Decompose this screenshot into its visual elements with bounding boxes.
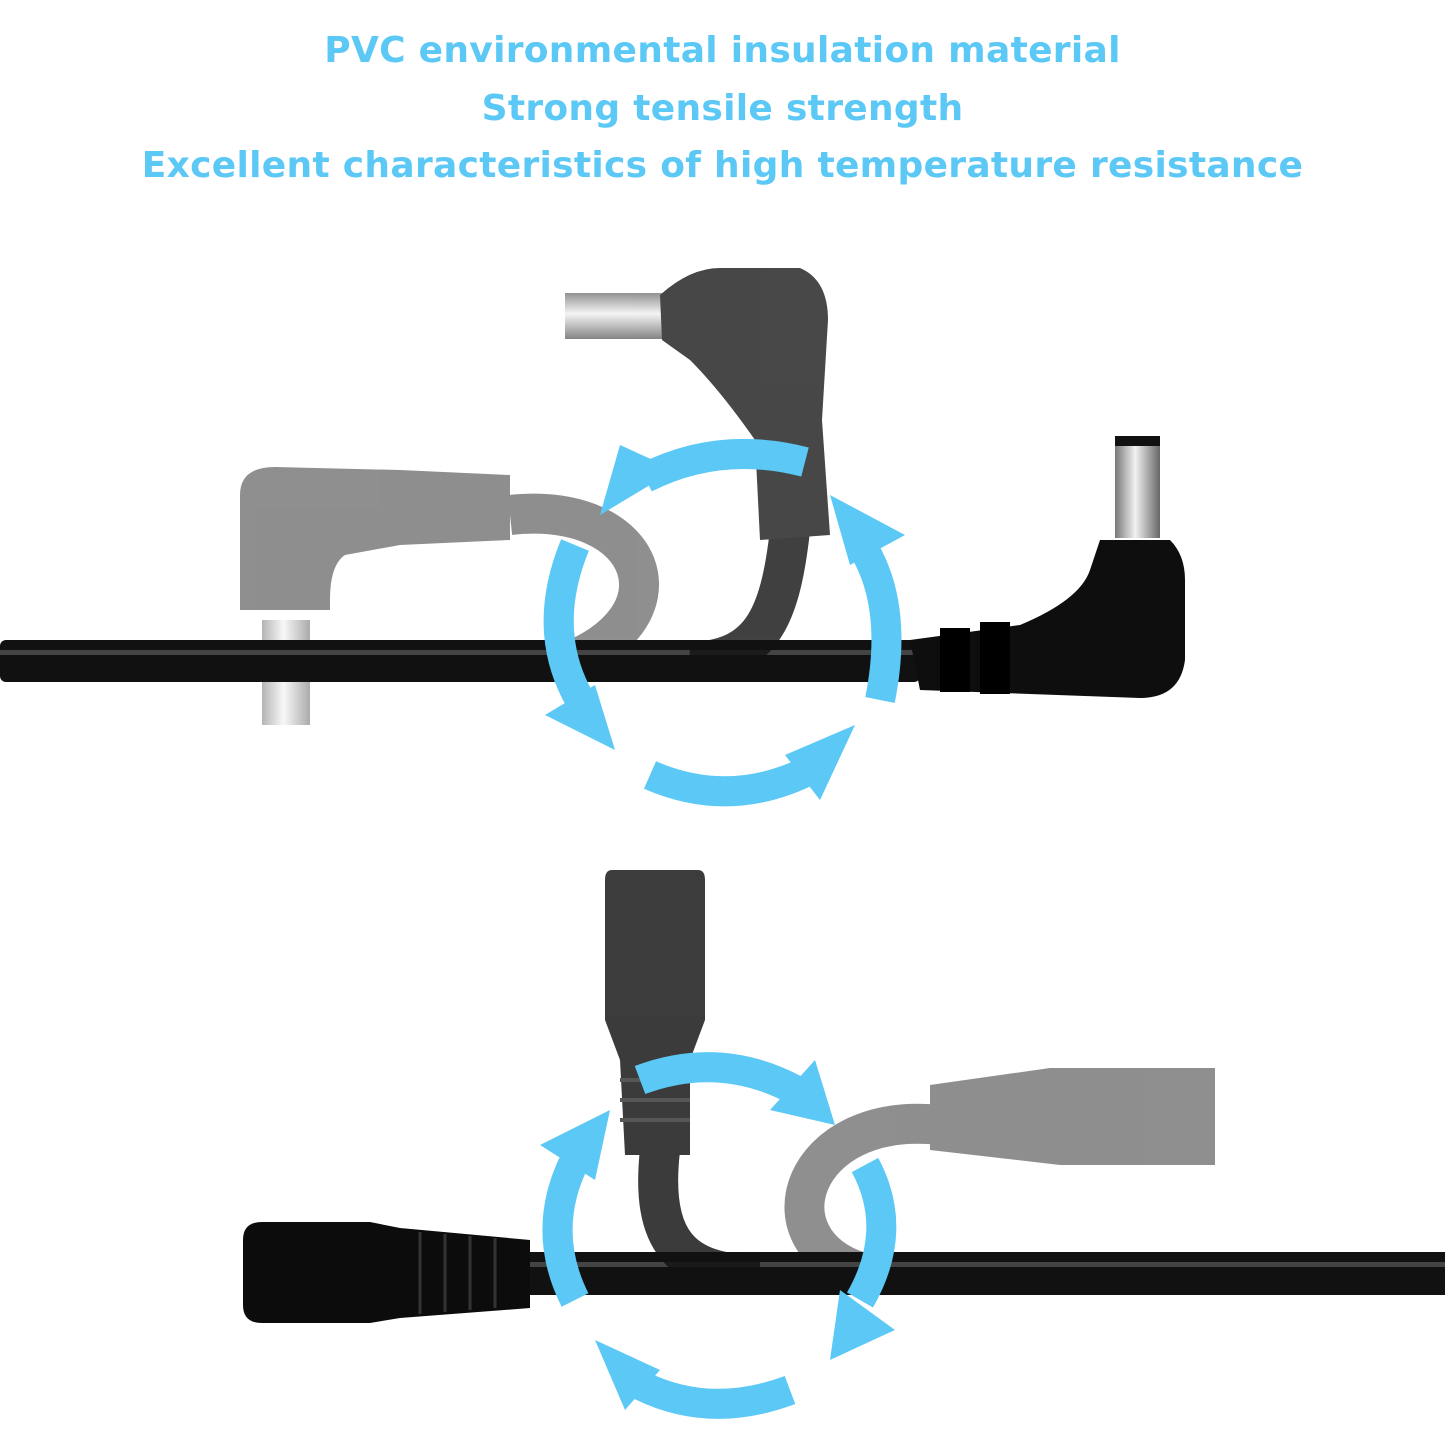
arrowheads-bottom [540,1060,895,1410]
rotation-arrows-bottom [542,1052,897,1419]
right-angle-plug-right [910,436,1185,698]
headline-temperature: Excellent characteristics of high temper… [141,145,1304,186]
arrowheads-top [545,445,905,800]
main-cable-top [0,640,920,682]
headline-tensile: Strong tensile strength [481,88,964,129]
headline-material: PVC environmental insulation material [324,30,1121,71]
